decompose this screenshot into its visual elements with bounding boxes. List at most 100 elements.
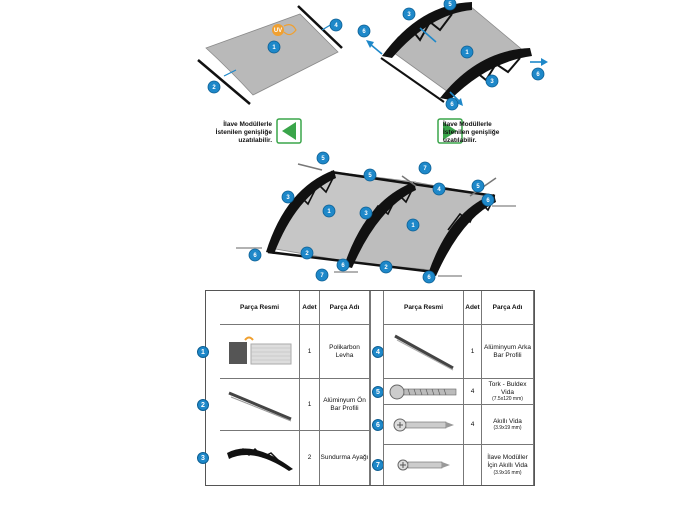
two-module-assembly xyxy=(236,163,516,277)
callout-bubble: 3 xyxy=(281,190,295,204)
part-3-image xyxy=(220,431,300,485)
part-5-name-text: Tork - Buldex Vida xyxy=(488,380,527,396)
part-1-qty: 1 xyxy=(300,325,320,379)
part-3-qty: 2 xyxy=(300,431,320,485)
callout-bubble: 7 xyxy=(315,268,329,282)
uv-badge-text: UV xyxy=(274,28,282,34)
part-5-name: Tork - Buldex Vida(7.5x120 mm) xyxy=(482,379,534,405)
callout-number: 7 xyxy=(320,273,324,279)
callout-number: 2 xyxy=(305,251,309,257)
callout-number: 6 xyxy=(427,275,431,281)
callout-bubble: 5 xyxy=(443,0,457,11)
extension-note-left-line1: İlave Modüllerle xyxy=(223,121,272,128)
callout-number: 2 xyxy=(384,265,388,271)
callout-bubble: 4 xyxy=(329,18,343,32)
part-7-name-text: İlave Modüller İçin Akıllı Vida xyxy=(487,454,528,469)
part-7-image xyxy=(384,445,464,485)
callout-bubble: 5 xyxy=(471,179,485,193)
extension-note-left: İlave Modüllerle İstenilen genişliğe uza… xyxy=(214,121,272,145)
header-qty-right: Adet xyxy=(464,291,482,325)
callout-bubble: 1 xyxy=(406,218,420,232)
callout-bubble: 3 xyxy=(359,206,373,220)
extension-note-right-line3: uzatılabilir. xyxy=(443,137,477,145)
callout-number: 5 xyxy=(448,2,452,8)
callout-bubble: 1 xyxy=(267,40,281,54)
extension-note-right-line1: İlave Modüllerle xyxy=(443,121,492,128)
part-4-qty: 1 xyxy=(464,325,482,379)
uv-icon xyxy=(272,24,284,36)
part-4-name: Alüminyum Arka Bar Profili xyxy=(482,325,534,379)
part-6-image xyxy=(384,405,464,445)
callout-number: 4 xyxy=(334,23,338,29)
part-1-image xyxy=(220,325,300,379)
part-7-qty xyxy=(464,445,482,485)
part-6-qty: 4 xyxy=(464,405,482,445)
row-number-1: 1 xyxy=(197,346,209,358)
part-6-name: Akıllı Vida(3.9x19 mm) xyxy=(482,405,534,445)
callout-number: 6 xyxy=(341,263,345,269)
extension-note-left-line3: uzatılabilir. xyxy=(238,137,272,145)
part-2-name: Alüminyum Ön Bar Profili xyxy=(320,379,370,431)
part-5-qty: 4 xyxy=(464,379,482,405)
callout-number: 2 xyxy=(212,85,216,91)
canopy-panel-top-right xyxy=(366,2,548,106)
header-name-left: Parça Adı xyxy=(320,291,370,325)
callout-bubble: 1 xyxy=(322,204,336,218)
extension-note-left-line2: İstenilen genişliğe xyxy=(215,129,272,137)
callout-bubble: 2 xyxy=(300,246,314,260)
callout-number: 3 xyxy=(407,12,411,18)
parts-table: Parça Resmi Adet Parça Adı Parça Resmi A… xyxy=(197,290,535,486)
callout-bubble: 3 xyxy=(485,74,499,88)
callout-bubble: 4 xyxy=(432,182,446,196)
callout-bubble: 2 xyxy=(207,80,221,94)
callout-number: 6 xyxy=(253,253,257,259)
callout-bubble: 6 xyxy=(481,193,495,207)
callout-bubble: 5 xyxy=(363,168,377,182)
callout-number: 7 xyxy=(423,166,427,172)
callout-number: 6 xyxy=(486,198,490,204)
callout-bubble: 7 xyxy=(418,161,432,175)
part-6-name-text: Akıllı Vida xyxy=(493,417,522,425)
callout-number: 1 xyxy=(272,45,276,51)
callout-number: 1 xyxy=(465,50,469,56)
extension-note-right-line2: İstenilen genişliğe xyxy=(443,129,500,137)
callout-bubble: 3 xyxy=(402,7,416,21)
header-qty-left: Adet xyxy=(300,291,320,325)
arrow-left-icon xyxy=(276,118,302,144)
part-1-name: Polikarbon Levha xyxy=(320,325,370,379)
callout-bubble: 2 xyxy=(379,260,393,274)
row-number-2: 2 xyxy=(197,399,209,411)
part-2-qty: 1 xyxy=(300,379,320,431)
extension-note-right: İlave Modüllerle İstenilen genişliğe uza… xyxy=(443,121,505,145)
callout-number: 6 xyxy=(362,29,366,35)
callout-bubble: 6 xyxy=(336,258,350,272)
callout-number: 1 xyxy=(327,209,331,215)
part-4-image xyxy=(384,325,464,379)
callout-number: 6 xyxy=(536,72,540,78)
arrow-right-icon xyxy=(437,118,463,144)
part-5-size: (7.5x120 mm) xyxy=(492,396,523,403)
callout-number: 5 xyxy=(321,156,325,162)
callout-bubble: 6 xyxy=(531,67,545,81)
callout-bubble: 6 xyxy=(357,24,371,38)
callout-number: 5 xyxy=(476,184,480,190)
callout-bubble: 6 xyxy=(422,270,436,284)
callout-bubble: 6 xyxy=(445,97,459,111)
callout-number: 6 xyxy=(450,102,454,108)
callout-bubble: 6 xyxy=(248,248,262,262)
sheet-panel-top-left: UV xyxy=(197,5,343,105)
callout-bubble: 5 xyxy=(316,151,330,165)
row-number-3: 3 xyxy=(197,452,209,464)
part-2-image xyxy=(220,379,300,431)
part-5-image xyxy=(384,379,464,405)
table-divider xyxy=(370,291,384,485)
part-7-size: (3.9x16 mm) xyxy=(493,469,522,476)
header-name-right: Parça Adı xyxy=(482,291,534,325)
part-7-name: İlave Modüller İçin Akıllı Vida(3.9x16 m… xyxy=(482,445,534,485)
callout-number: 1 xyxy=(411,223,415,229)
callout-number: 3 xyxy=(490,79,494,85)
callout-bubble: 1 xyxy=(460,45,474,59)
header-image-left: Parça Resmi xyxy=(220,291,300,325)
callout-number: 5 xyxy=(368,173,372,179)
callout-number: 3 xyxy=(286,195,290,201)
